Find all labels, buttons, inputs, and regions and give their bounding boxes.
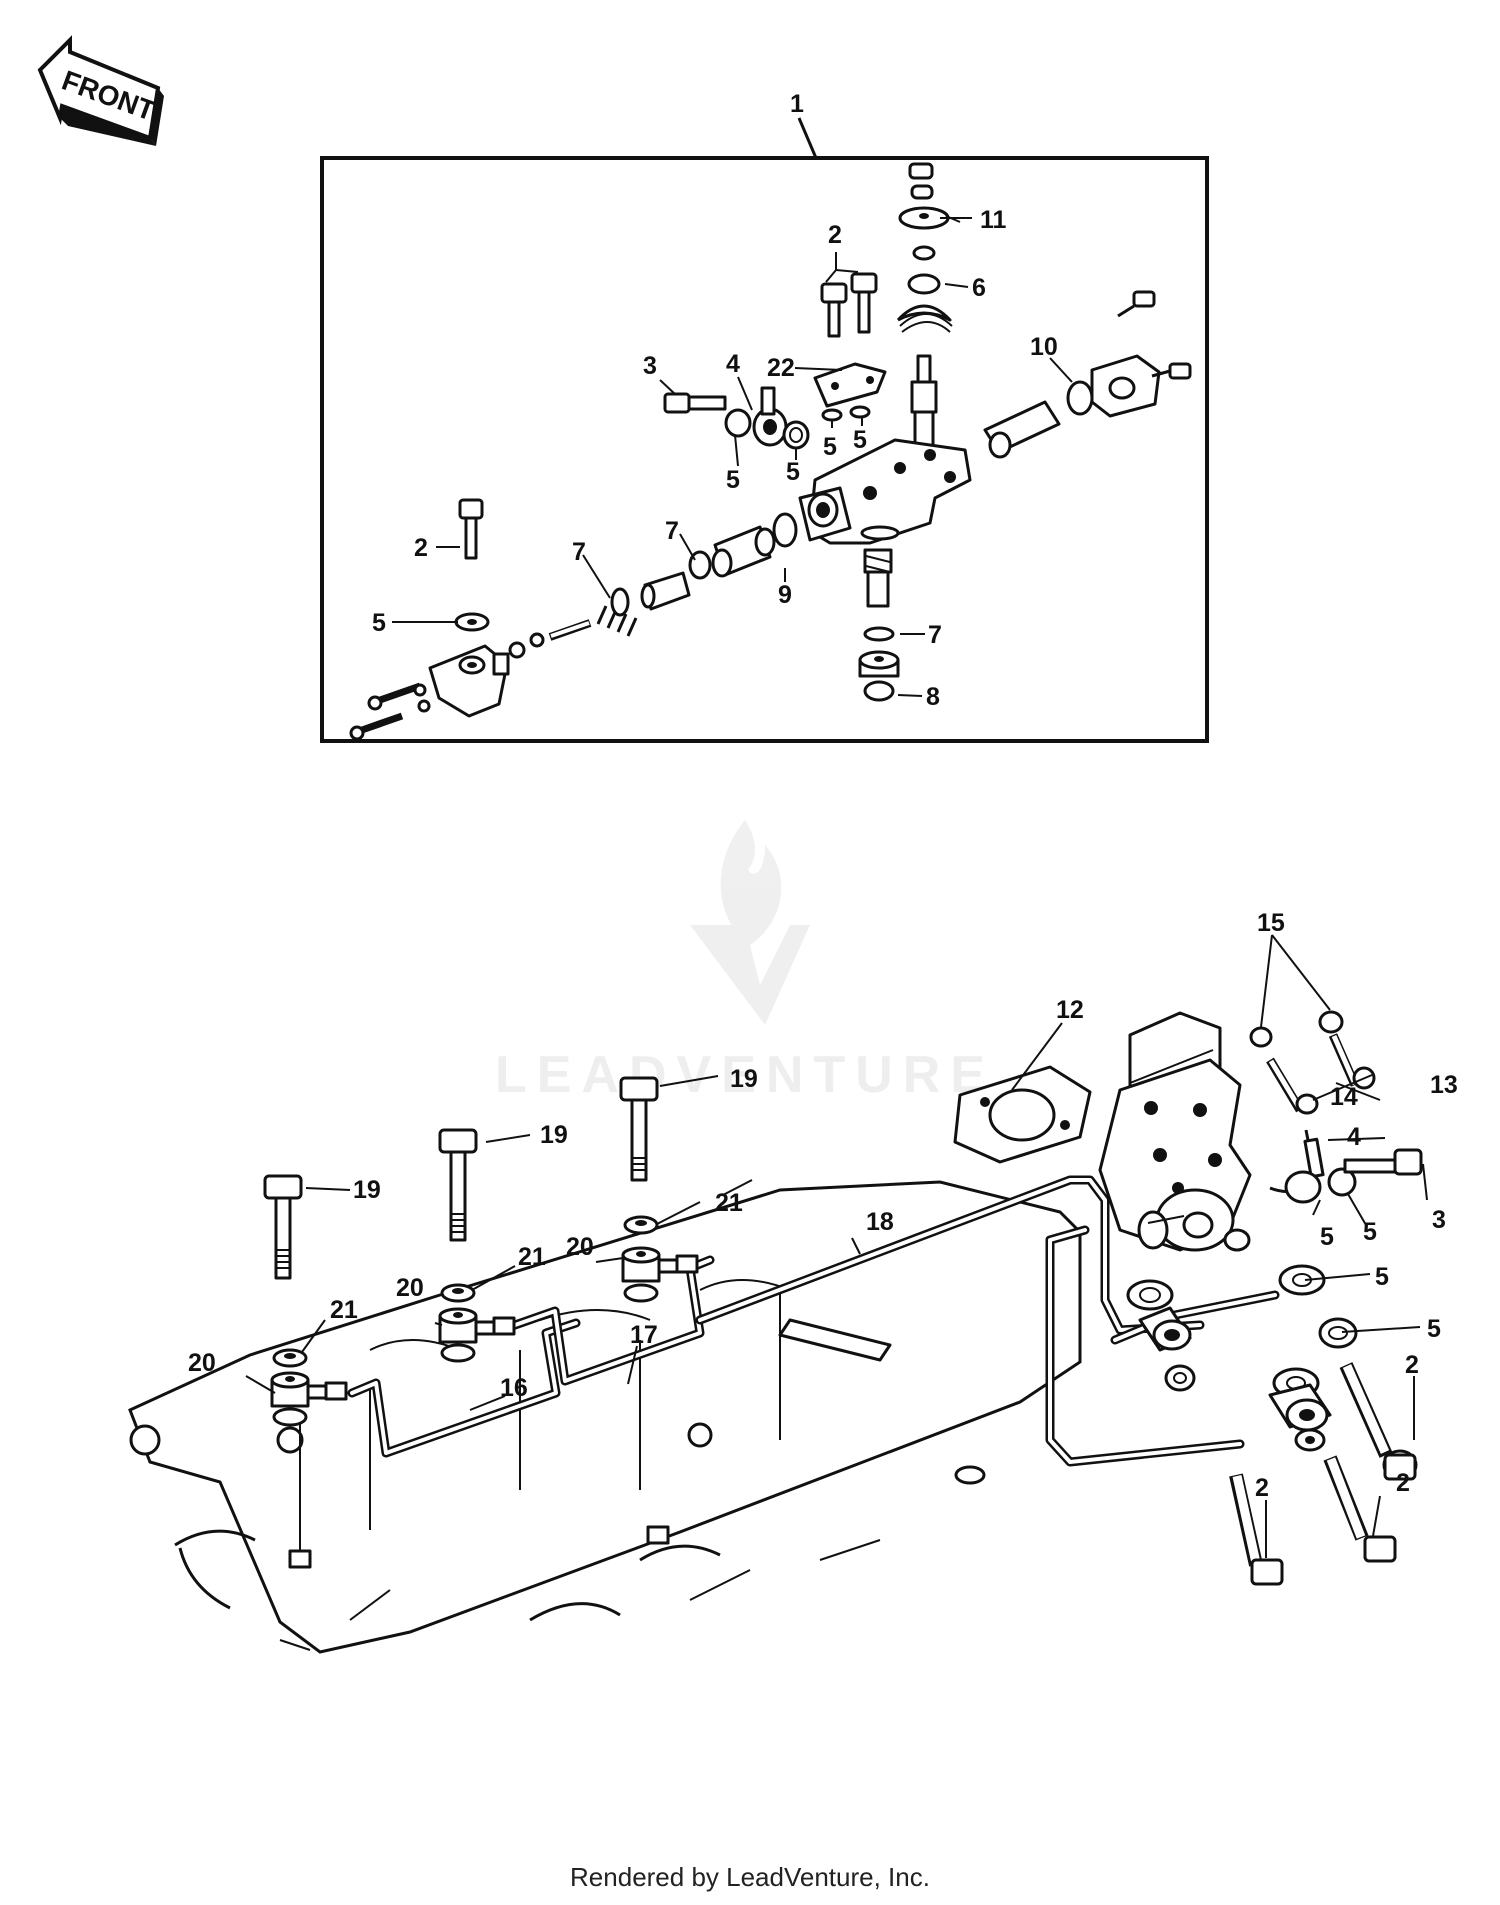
callout-2: 2 xyxy=(1255,1474,1269,1502)
callout-5: 5 xyxy=(1375,1263,1389,1291)
callout-7: 7 xyxy=(928,621,942,649)
bottom-leader-lines xyxy=(245,934,1428,1558)
callout-19: 19 xyxy=(730,1065,758,1093)
callout-9: 9 xyxy=(778,581,792,609)
callout-7: 7 xyxy=(572,538,586,566)
callout-5: 5 xyxy=(823,433,837,461)
callout-6: 6 xyxy=(972,274,986,302)
pump-bolts-2 xyxy=(1229,1362,1418,1586)
callout-20: 20 xyxy=(396,1274,424,1302)
gasket-12 xyxy=(953,1065,1092,1164)
union-fittings xyxy=(270,1215,699,1427)
callout-5: 5 xyxy=(1320,1223,1334,1251)
callout-17: 17 xyxy=(630,1321,658,1349)
callout-18: 18 xyxy=(866,1208,894,1236)
cylinder-bolts xyxy=(263,1076,659,1280)
callout-14: 14 xyxy=(1330,1083,1358,1111)
callout-5: 5 xyxy=(786,458,800,486)
callout-10: 10 xyxy=(1030,333,1058,361)
oil-pump-body xyxy=(1098,1011,1252,1252)
callout-21: 21 xyxy=(715,1189,743,1217)
leadventure-watermark: LEADVENTURE xyxy=(495,820,995,1104)
callout-13: 13 xyxy=(1430,1071,1458,1099)
callout-12: 12 xyxy=(1056,996,1084,1024)
pump-fasteners xyxy=(1249,1010,1423,1204)
callout-5: 5 xyxy=(1363,1218,1377,1246)
callout-2: 2 xyxy=(1396,1469,1410,1497)
callout-3: 3 xyxy=(643,352,657,380)
callout-11: 11 xyxy=(980,206,1007,234)
front-arrow-icon: FRONT xyxy=(37,35,164,146)
callout-5: 5 xyxy=(726,466,740,494)
callout-3: 3 xyxy=(1432,1206,1446,1234)
render-credit: Rendered by LeadVenture, Inc. xyxy=(570,1862,930,1892)
callout-2: 2 xyxy=(414,534,428,562)
callout-4: 4 xyxy=(726,350,740,378)
callout-19: 19 xyxy=(353,1176,381,1204)
callout-1: 1 xyxy=(790,90,804,118)
callout-5: 5 xyxy=(1427,1315,1441,1343)
callout-2: 2 xyxy=(828,221,842,249)
oil-pump-assembly-box xyxy=(320,117,1209,743)
callout-20: 20 xyxy=(566,1233,594,1261)
callout-21: 21 xyxy=(518,1243,546,1271)
banjo-fittings xyxy=(1126,1264,1358,1452)
callout-21: 21 xyxy=(330,1296,358,1324)
callout-5: 5 xyxy=(853,426,867,454)
callout-16: 16 xyxy=(500,1374,528,1402)
callout-4: 4 xyxy=(1347,1123,1361,1151)
callout-19: 19 xyxy=(540,1121,568,1149)
bottom-callout-labels: 15 12 19 19 19 13 14 4 3 5 5 5 5 18 21 2… xyxy=(188,909,1458,1502)
top-box-callout-labels: 1 2 2 3 4 22 10 11 6 5 5 5 5 5 7 7 7 9 8 xyxy=(372,90,1058,711)
callout-7: 7 xyxy=(665,517,679,545)
callout-22: 22 xyxy=(767,354,795,382)
callout-5: 5 xyxy=(372,609,386,637)
top-box-leader-lines xyxy=(392,217,1073,697)
callout-15: 15 xyxy=(1257,909,1285,937)
callout-20: 20 xyxy=(188,1349,216,1377)
callout-2: 2 xyxy=(1405,1351,1419,1379)
callout-8: 8 xyxy=(926,683,940,711)
watermark-text: LEADVENTURE xyxy=(495,1046,995,1104)
